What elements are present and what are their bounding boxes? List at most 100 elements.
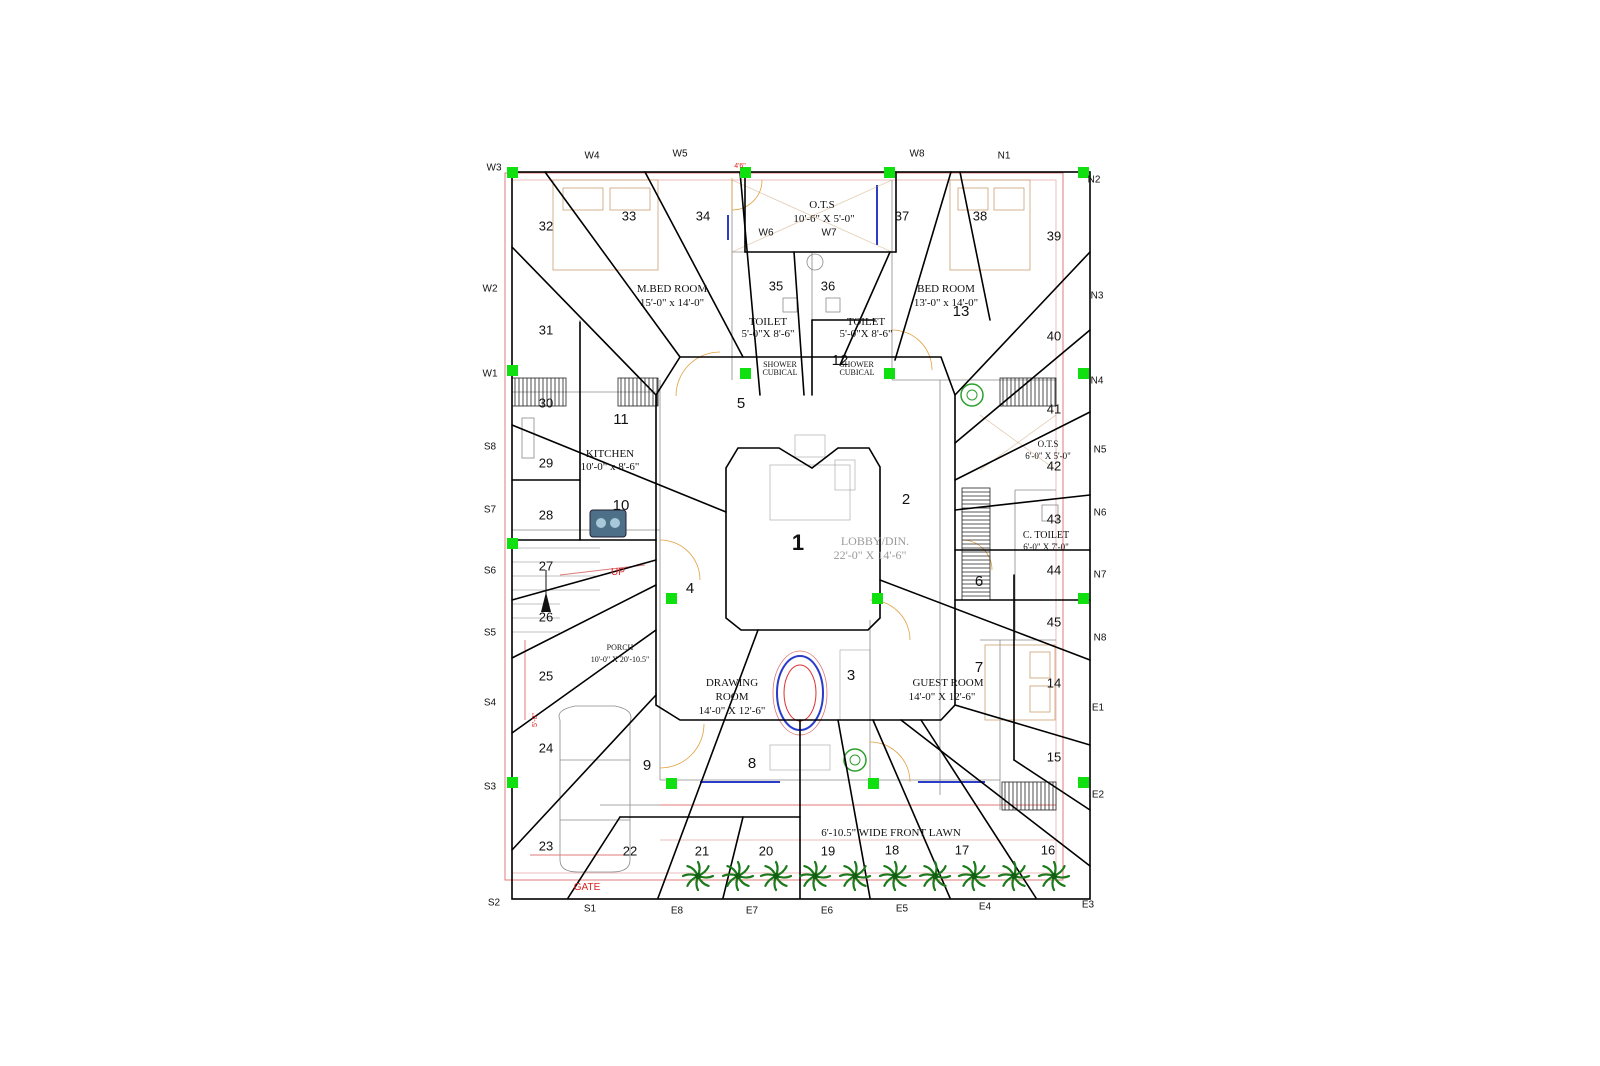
zone-28: 28: [539, 507, 553, 522]
toilet2-name: TOILET: [847, 316, 886, 328]
zone-29: 29: [539, 455, 553, 470]
zone-37: 37: [895, 208, 909, 223]
ots-right-name: O.T.S: [1038, 439, 1059, 449]
zone-19: 19: [821, 843, 835, 858]
shower1-name: SHOWER: [763, 360, 797, 369]
zone-14: 14: [1047, 675, 1061, 690]
ots-right-size: 6'-0" X 5'-0": [1025, 451, 1071, 461]
toilet1-name: TOILET: [749, 316, 788, 328]
drawing-name2: ROOM: [715, 691, 748, 703]
label-w2: W2: [483, 284, 498, 295]
label-e2: E2: [1092, 790, 1105, 801]
label-n1: N1: [998, 151, 1011, 162]
zone-20: 20: [759, 843, 773, 858]
zone-2: 2: [902, 491, 910, 508]
zone-26: 26: [539, 609, 553, 624]
lawn-palms: [681, 860, 1071, 892]
bed-size: 13'-0" x 14'-0": [914, 297, 978, 309]
palm-tree-icon: [838, 860, 872, 892]
stair-arrow-icon: [541, 592, 551, 612]
zone-5: 5: [737, 395, 745, 412]
palm-tree-icon: [681, 860, 715, 892]
label-w3: W3: [487, 163, 502, 174]
zone-8: 8: [748, 755, 756, 772]
dim-top-label: 4'6": [734, 163, 746, 170]
label-e5: E5: [896, 904, 909, 915]
zone-15: 15: [1047, 749, 1061, 764]
zone-45: 45: [1047, 614, 1061, 629]
drawing-name: DRAWING: [706, 677, 758, 689]
mbed-size: 15'-0" x 14'-0": [640, 297, 704, 309]
bed-name: BED ROOM: [917, 283, 975, 295]
vastu-grid-lines: [511, 171, 1091, 900]
shower2-sub: CUBICAL: [839, 368, 874, 377]
label-n6: N6: [1094, 508, 1107, 519]
dim-side-label: 5'-0": [532, 713, 539, 727]
grid-markers: [507, 167, 1089, 789]
guest-name: GUEST ROOM: [912, 677, 983, 689]
lawn-label: 6'-10.5" WIDE FRONT LAWN: [821, 827, 961, 839]
label-n5: N5: [1094, 445, 1107, 456]
palm-tree-icon: [957, 860, 991, 892]
label-e3: E3: [1082, 900, 1095, 911]
zone-41: 41: [1047, 401, 1061, 416]
zone-39: 39: [1047, 228, 1061, 243]
zone-7: 7: [975, 659, 983, 676]
toilet1-size: 5'-0"X 8'-6": [742, 328, 795, 340]
label-s5: S5: [484, 628, 497, 639]
stove-icon: [589, 509, 627, 538]
lobby-name: LOBBY/DIN.: [841, 534, 909, 548]
label-w8: W8: [910, 149, 925, 160]
zone-23: 23: [539, 838, 553, 853]
zone-43: 43: [1047, 511, 1061, 526]
palm-tree-icon: [759, 860, 793, 892]
palm-tree-icon: [878, 860, 912, 892]
zone-24: 24: [539, 740, 553, 755]
drawing-size: 14'-0" X 12'-6": [699, 705, 766, 717]
plot-boundary: [511, 171, 1091, 900]
zone-25: 25: [539, 668, 553, 683]
label-e4: E4: [979, 902, 992, 913]
zone-1: 1: [792, 530, 804, 555]
label-w7: W7: [822, 228, 837, 239]
shower1-sub: CUBICAL: [762, 368, 797, 377]
porch-name: PORCH: [607, 643, 634, 652]
zone-12: 12: [832, 352, 849, 369]
zone-33: 33: [622, 208, 636, 223]
architectural-linework: [504, 172, 1064, 881]
palm-tree-icon: [798, 860, 832, 892]
zone-42: 42: [1047, 458, 1061, 473]
label-s7: S7: [484, 505, 497, 516]
boundary-labels: W3 W4 W5 W6 W7 W8 W2 W1 N1 N2 N3 N4 N5 N…: [483, 149, 1107, 917]
palm-tree-icon: [997, 860, 1031, 892]
zone-9: 9: [643, 757, 651, 774]
label-s2: S2: [488, 898, 501, 909]
guest-size: 14'-0" X 12'-6": [909, 691, 976, 703]
zone-31: 31: [539, 322, 553, 337]
label-w5: W5: [673, 149, 688, 160]
label-w1: W1: [483, 369, 498, 380]
plant-icon: [843, 748, 867, 772]
zone-16: 16: [1041, 842, 1055, 857]
label-n2: N2: [1088, 175, 1101, 186]
zone-13: 13: [953, 303, 970, 320]
zone-18: 18: [885, 842, 899, 857]
zone-4: 4: [686, 580, 694, 597]
label-w6: W6: [759, 228, 774, 239]
mbed-name: M.BED ROOM: [637, 283, 708, 295]
zone-35: 35: [769, 278, 783, 293]
zone-17: 17: [955, 842, 969, 857]
label-e6: E6: [821, 906, 834, 917]
zone-27: 27: [539, 558, 553, 573]
label-e8: E8: [671, 906, 684, 917]
label-n7: N7: [1094, 570, 1107, 581]
inner-ring-outline: [655, 356, 956, 721]
kitchen-name: KITCHEN: [586, 448, 634, 460]
kitchen-size: 10'-0" x 8'-6": [581, 461, 640, 473]
zone-34: 34: [696, 208, 710, 223]
label-n3: N3: [1091, 291, 1104, 302]
zone-3: 3: [847, 667, 855, 684]
ctoilet-size: 6'-0" X 7'-0": [1023, 542, 1069, 552]
zone-10: 10: [613, 497, 630, 514]
